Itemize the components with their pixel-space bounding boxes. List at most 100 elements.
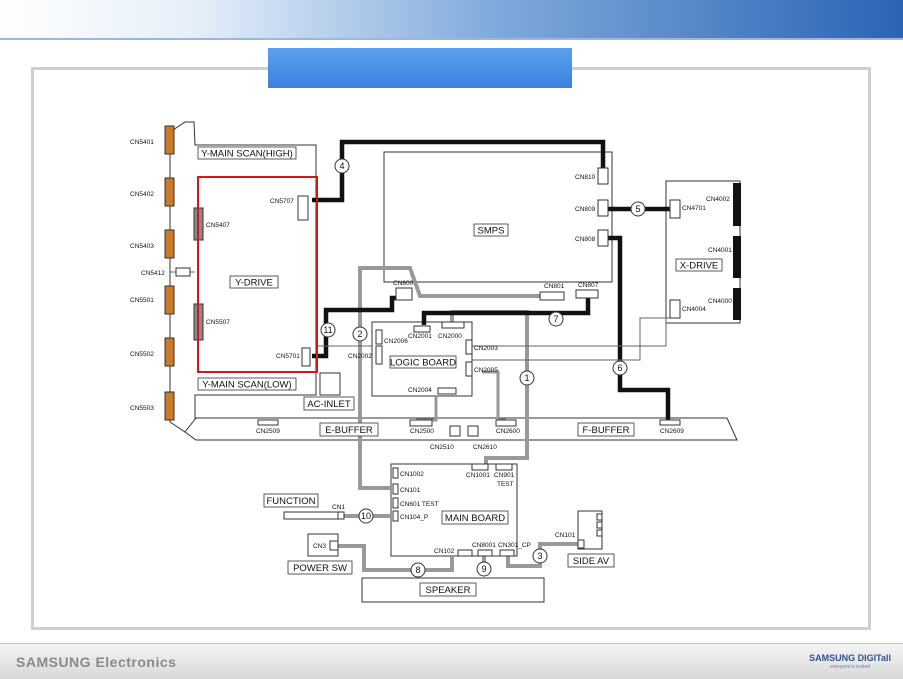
- cn2001-block: [413, 325, 431, 333]
- cn2510-label: CN2510: [430, 444, 454, 451]
- cn104-block: [392, 510, 399, 522]
- cn5503-block: [164, 391, 175, 421]
- title-bar: [268, 48, 572, 88]
- cn809-block: [597, 199, 609, 217]
- ymain-high-box: [197, 146, 297, 160]
- header-divider: [0, 38, 903, 40]
- cn808-label: CN808: [575, 236, 596, 243]
- e-buffer-label: E-BUFFER: [325, 425, 373, 436]
- logic-board-label-box: [389, 355, 457, 369]
- cn800-block: [395, 287, 413, 301]
- main-board-label: MAIN BOARD: [445, 513, 505, 524]
- cn2005-label: CN2005: [474, 367, 498, 374]
- logic-board-label: LOGIC BOARD: [390, 358, 456, 369]
- cn5412-label: CN5412: [141, 270, 165, 277]
- slide-footer: SAMSUNG Electronics SAMSUNG DIGITall eve…: [0, 643, 903, 679]
- cn807-label: CN807: [578, 282, 599, 289]
- cn2500-label: CN2500: [410, 428, 434, 435]
- cn5401-block: [164, 125, 175, 155]
- y-drive-outline: [197, 176, 318, 373]
- cn5401-label: CN5401: [130, 139, 154, 146]
- cn801-label: CN801: [544, 283, 565, 290]
- cable-2: [358, 266, 540, 356]
- cn101-block: [392, 483, 399, 495]
- cable-8: [338, 544, 454, 572]
- power-sw-label-box: [287, 560, 353, 575]
- block-labels: Y-MAIN SCAN(HIGH) Y-MAIN SCAN(LOW) Y-DRI…: [197, 146, 723, 597]
- cn800-label: CN800: [393, 280, 414, 287]
- cable-marker-9: 9: [481, 564, 486, 574]
- cn5502-label: CN5502: [130, 351, 154, 358]
- ydrive-label: Y-DRIVE: [235, 278, 273, 289]
- cable-7: [421, 290, 591, 325]
- cn3-block: [329, 540, 339, 551]
- cn2500-block: [409, 419, 433, 427]
- smps-label: SMPS: [478, 226, 505, 237]
- cn2002-block: [375, 345, 383, 365]
- cn301-label: CN301_CP: [498, 542, 531, 549]
- cn3-label: CN3: [313, 543, 326, 550]
- cn2001-label: CN2001: [408, 333, 432, 340]
- cable-marker-6-circle: [612, 360, 628, 376]
- cn1001-label: CN1001: [466, 472, 490, 479]
- cable-marker-10-circle: [358, 508, 374, 524]
- footer-logo-text: SAMSUNG DIGITall: [809, 653, 891, 663]
- side-av-label-box: [567, 553, 615, 568]
- power-sw-label: POWER SW: [293, 563, 347, 574]
- cn2610-block: [467, 425, 479, 437]
- cable-logic-ebuffer: [416, 395, 438, 422]
- cn2509-block: [257, 419, 279, 426]
- cn4701-label: CN4701: [682, 205, 706, 212]
- ydrive-box: [229, 275, 279, 289]
- cn1002-block: [392, 467, 399, 479]
- cn101-label: CN101: [400, 487, 421, 494]
- test-label: TEST: [497, 481, 514, 488]
- cable-marker-10: 10: [361, 511, 371, 521]
- cn102-label: CN102: [434, 548, 455, 555]
- cn810-label: CN810: [575, 174, 596, 181]
- xdrive-label: X-DRIVE: [680, 261, 719, 272]
- cn808-block: [597, 229, 609, 247]
- slide-header-banner: [0, 0, 903, 38]
- cable-marker-4: 4: [339, 161, 344, 171]
- f-buffer-label-box: [577, 422, 635, 437]
- cn5402-block: [164, 177, 175, 207]
- cable-marker-2-circle: [352, 326, 368, 342]
- cn301-block: [499, 549, 515, 557]
- cn2003-label: CN2003: [474, 345, 498, 352]
- ymain-low-box: [197, 377, 297, 391]
- xdrive-label-box: [675, 258, 723, 272]
- cn2609-block: [659, 419, 681, 426]
- cable-marker-7: 7: [553, 314, 558, 324]
- cn101b-block: [577, 539, 585, 549]
- cn8001-label: CN8001: [472, 542, 496, 549]
- speaker-label-box: [419, 582, 477, 597]
- cn102-block: [457, 549, 473, 557]
- smps-board: [383, 151, 613, 283]
- footer-company-name: SAMSUNG Electronics: [16, 654, 177, 670]
- main-board: [390, 463, 518, 557]
- cable-number-markers: 1 2 3 4 5 6 7 8 9 10 11: [320, 158, 646, 578]
- cable-marker-11: 11: [323, 325, 332, 335]
- cn1002-label: CN1002: [400, 471, 424, 478]
- side-av-jack-1: [596, 513, 603, 521]
- function-label-box: [263, 493, 319, 508]
- cn1-block: [337, 511, 345, 520]
- cn5502-block: [164, 337, 175, 367]
- cn4701-block: [669, 199, 681, 219]
- cn5412-block: [175, 267, 191, 277]
- cn2000-block: [441, 321, 465, 329]
- cn2002-label: CN2002: [348, 353, 372, 360]
- cn5501-block: [164, 285, 175, 315]
- cn2000-label: CN2000: [438, 333, 462, 340]
- cable-11: [312, 295, 404, 359]
- cn2510-block: [449, 425, 461, 437]
- cable-marker-8-circle: [410, 562, 426, 578]
- cable-marker-3-circle: [532, 548, 548, 564]
- cn4002-label: CN4002: [706, 196, 730, 203]
- footer-logo: SAMSUNG DIGITall everyone's invited: [809, 654, 891, 672]
- cn5403-label: CN5403: [130, 243, 154, 250]
- cable-marker-2: 2: [357, 329, 362, 339]
- cn5501-label: CN5501: [130, 297, 154, 304]
